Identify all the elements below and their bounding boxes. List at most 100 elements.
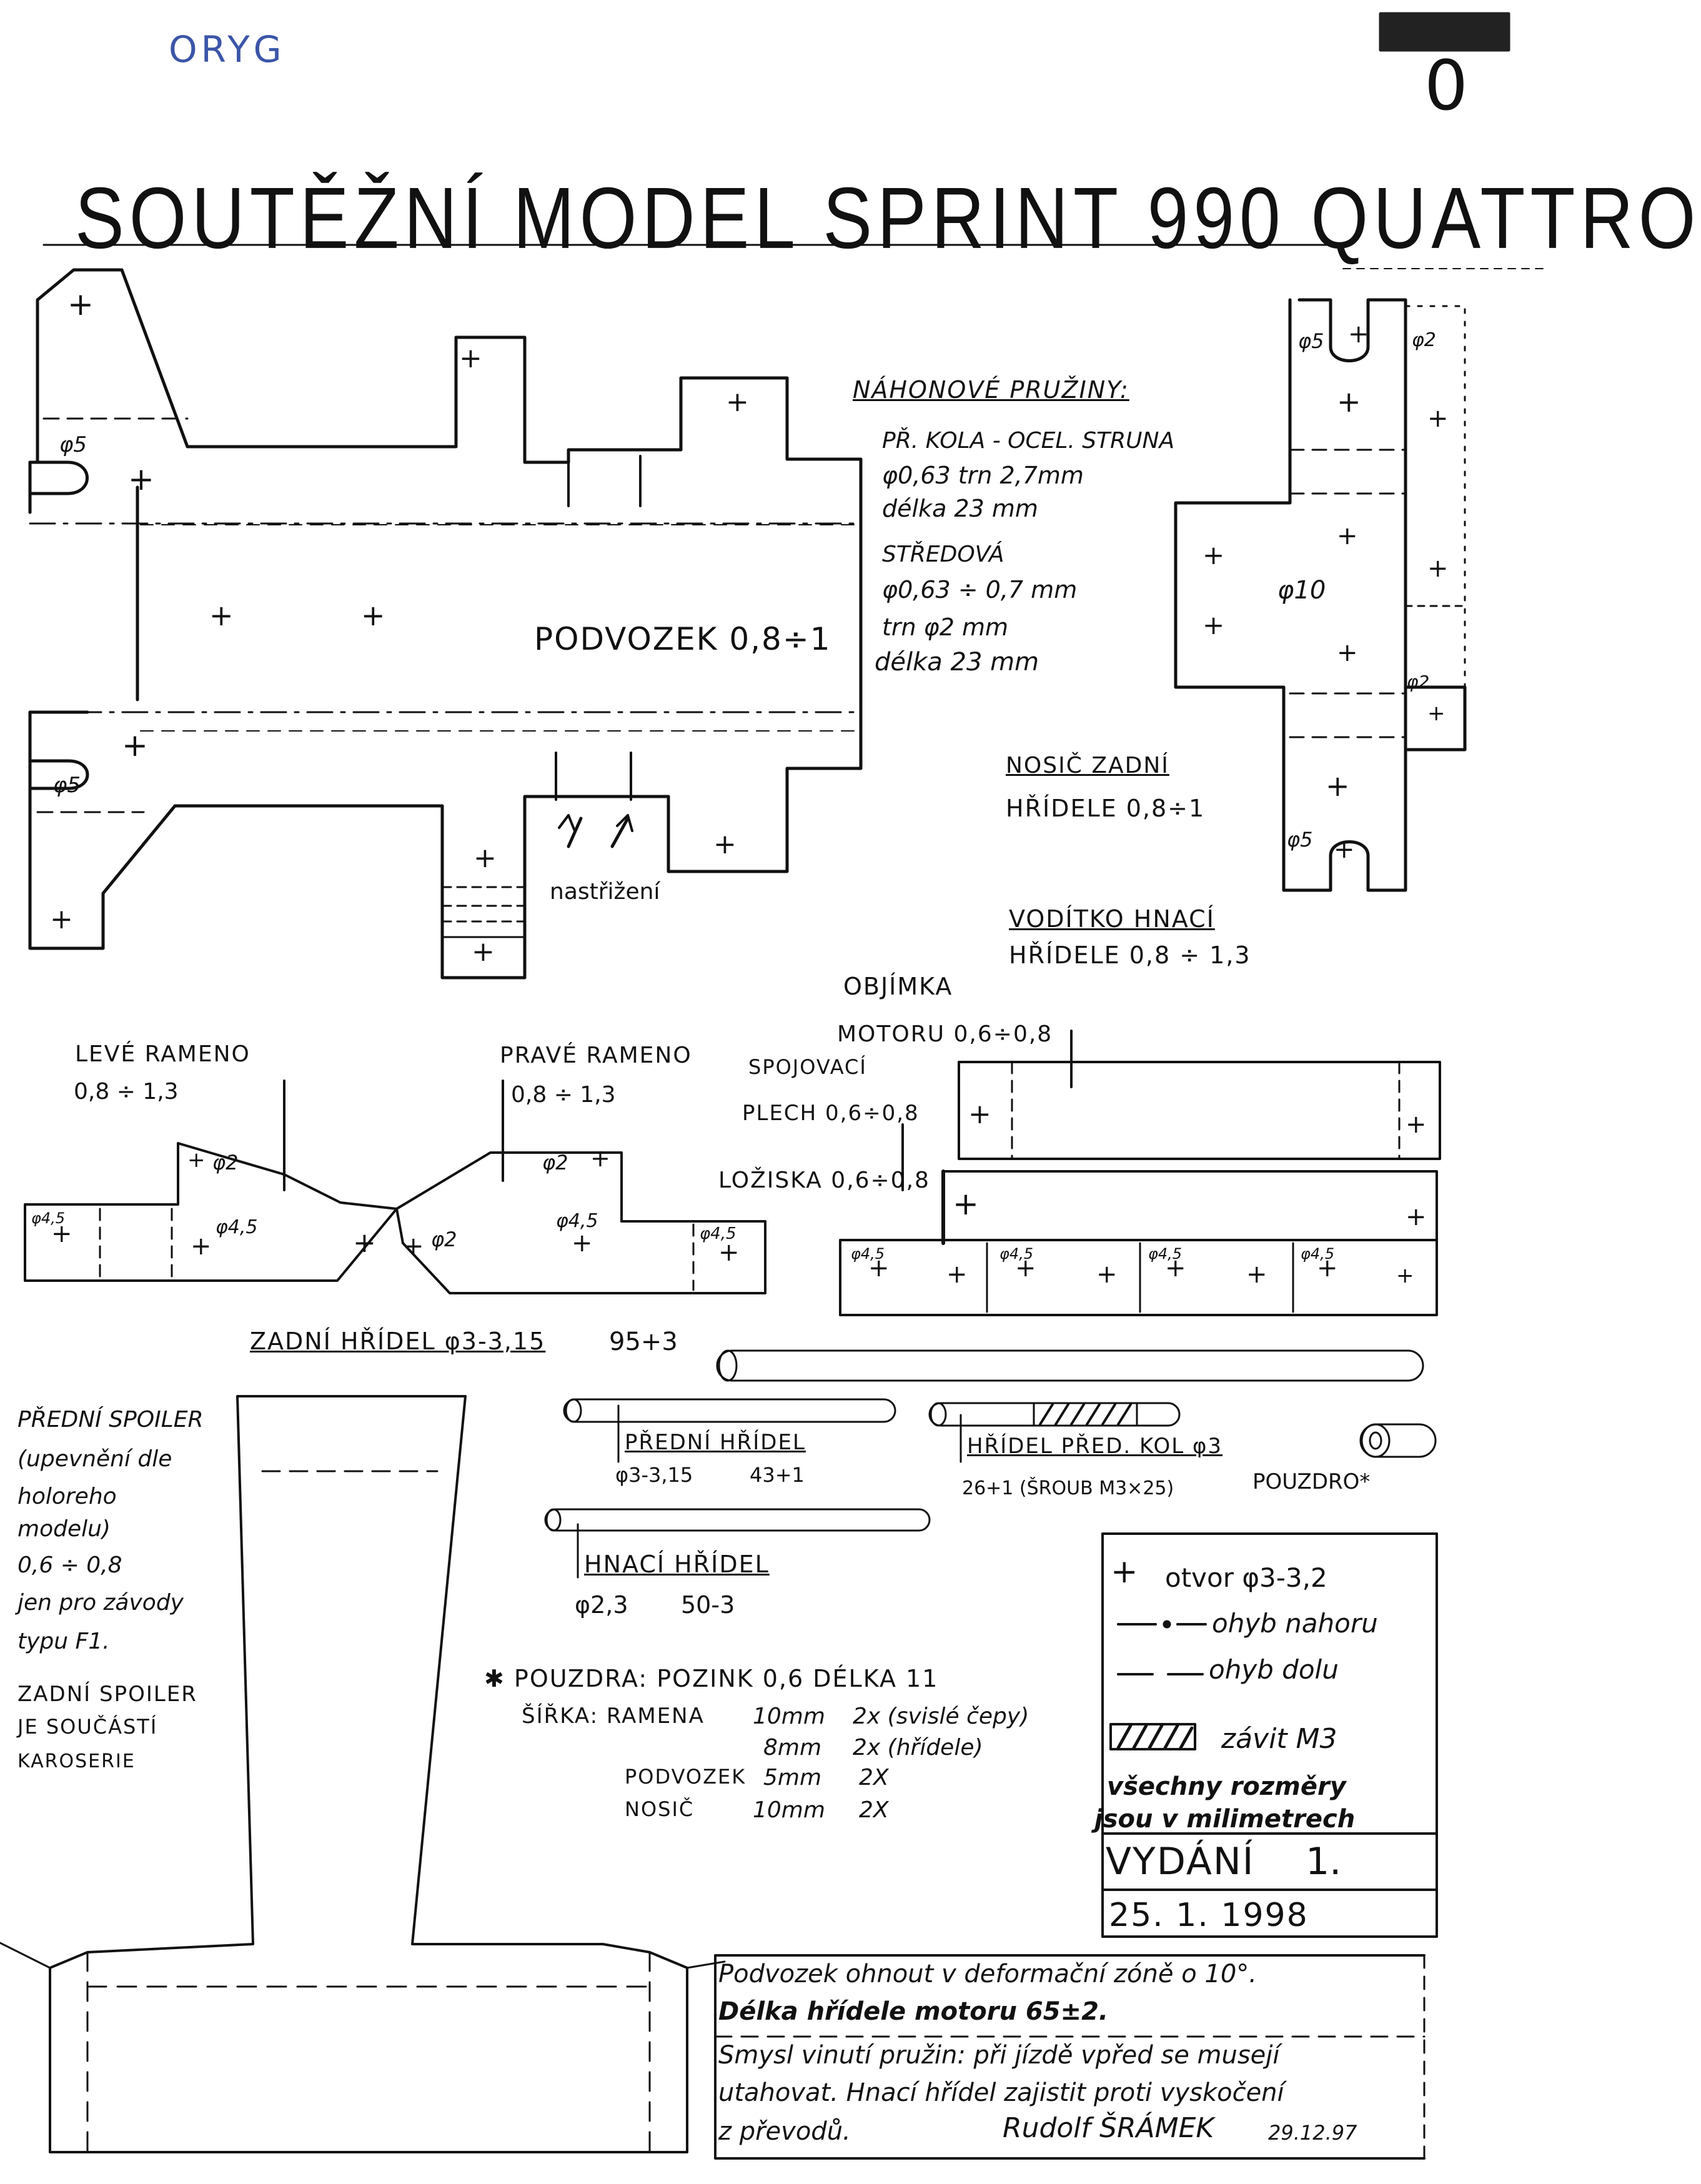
- bushings-row-qty: 2x (svislé čepy): [853, 1704, 1029, 1729]
- drive-guide-label: HŘÍDELE 0,8 ÷ 1,3: [1009, 941, 1251, 969]
- bearing-hole-label: φ4,5: [1301, 1245, 1334, 1263]
- front-shaft-label: PŘEDNÍ HŘÍDEL: [625, 1430, 806, 1455]
- wheel-shaft-spec: 26+1 (ŠROUB M3×25): [962, 1477, 1174, 1499]
- bushings-row-size: 10mm: [753, 1797, 825, 1823]
- legend-thread: závit M3: [1221, 1723, 1337, 1755]
- hole-marker: +: [1337, 522, 1358, 550]
- hole-marker: +: [1427, 404, 1449, 433]
- hole-marker: +: [1165, 1254, 1186, 1283]
- left-arm-hole-label: φ2: [212, 1151, 239, 1174]
- hole-marker: +: [187, 1148, 206, 1173]
- hole-marker: +: [946, 1260, 968, 1289]
- hole-marker: +: [726, 386, 749, 418]
- bushings-row-size: 5mm: [763, 1765, 822, 1790]
- rear-shaft-label: ZADNÍ HŘÍDEL φ3-3,15: [250, 1328, 546, 1355]
- edition-number: 1.: [1306, 1840, 1342, 1884]
- hole-marker: +: [122, 727, 148, 763]
- page-title: SOUTĚŽNÍ MODEL SPRINT 990 QUATTRO: [75, 169, 1701, 267]
- front-spoiler-note: 0,6 ÷ 0,8: [17, 1552, 122, 1578]
- rear-carrier-part: [1174, 298, 1467, 892]
- left-arm-hole-label: φ4,5: [31, 1209, 65, 1227]
- hole-marker: +: [1337, 385, 1361, 419]
- oryg-stamp: ORYG: [169, 28, 285, 71]
- springs-front-line: φ0,63 trn 2,7mm: [882, 462, 1084, 489]
- springs-center-line: délka 23 mm: [875, 648, 1039, 677]
- drive-shaft-spec: φ2,3: [575, 1591, 628, 1619]
- springs-center-line: trn φ2 mm: [882, 613, 1009, 641]
- hole-legend-marker: +: [1111, 1553, 1138, 1591]
- motor-bracket-part: [839, 1030, 1441, 1316]
- springs-front-title: PŘ. KOLA - OCEL. STRUNA: [882, 428, 1175, 454]
- springs-heading: NÁHONOVÉ PRUŽINY:: [853, 376, 1129, 404]
- motor-bracket-label: MOTORU 0,6÷0,8: [837, 1021, 1053, 1047]
- hole-marker: +: [1406, 1203, 1427, 1231]
- right-arm-hole-label: φ4,5: [556, 1210, 598, 1232]
- springs-center-line: φ0,63 ÷ 0,7 mm: [882, 576, 1078, 603]
- bearings-label: LOŽISKA 0,6÷0,8: [718, 1168, 930, 1193]
- front-shaft-drawing: [563, 1398, 896, 1463]
- legend-units: jsou v milimetrech: [1094, 1805, 1356, 1834]
- bearing-hole-label: φ4,5: [851, 1245, 885, 1263]
- sheet-tab-mark: 0: [1424, 46, 1468, 126]
- legend-units: všechny rozměry: [1107, 1772, 1346, 1801]
- note-line: utahovat. Hnací hřídel zajistit proti vy…: [718, 2078, 1284, 2107]
- hole-marker: +: [1203, 610, 1225, 640]
- hole-marker: +: [1396, 1263, 1414, 1288]
- right-arm-hole-label: φ2: [542, 1151, 568, 1174]
- bushing-label: POUZDRO*: [1252, 1469, 1371, 1494]
- technical-drawing: [0, 12, 1550, 2160]
- hole-marker: +: [67, 286, 94, 322]
- hole-marker: +: [50, 903, 73, 935]
- front-spoiler-note: (upevnění dle: [17, 1446, 172, 1472]
- left-arm-hole-label: φ4,5: [216, 1216, 258, 1238]
- note-line: Podvozek ohnout v deformační zóně o 10°.: [718, 1960, 1257, 1988]
- chassis-hole-label: φ5: [53, 773, 81, 798]
- right-arm-hole-label: φ4,5: [700, 1224, 736, 1243]
- chassis-hole-label: φ5: [59, 432, 87, 457]
- front-spoiler-note: modelu): [17, 1516, 111, 1542]
- motor-bracket-label: OBJÍMKA: [843, 973, 953, 1000]
- legend-bend-down: ohyb dolu: [1209, 1654, 1339, 1685]
- front-shaft-spec: φ3-3,15: [615, 1463, 693, 1487]
- hole-marker: +: [128, 461, 154, 497]
- springs-front-line: délka 23 mm: [882, 495, 1038, 522]
- rear-shaft-drawing: [716, 1349, 1424, 1382]
- hole-marker: +: [472, 936, 495, 968]
- left-arm-part: [24, 1080, 398, 1282]
- hole-marker: +: [572, 1229, 593, 1258]
- front-shaft-length: 43+1: [750, 1463, 805, 1487]
- front-spoiler-note: typu F1.: [17, 1629, 110, 1654]
- hole-marker: +: [868, 1254, 890, 1283]
- left-arm-label: LEVÉ RAMENO: [75, 1041, 250, 1067]
- bushings-row-label: ŠÍŘKA: RAMENA: [522, 1704, 705, 1729]
- hole-marker: +: [953, 1186, 979, 1222]
- note-line: z převodů.: [718, 2117, 851, 2146]
- bushings-row-size: 10mm: [753, 1704, 825, 1729]
- front-spoiler-note: jen pro závody: [17, 1590, 184, 1616]
- front-spoiler-note: holoreho: [17, 1484, 117, 1509]
- bushings-row-qty: 2X: [859, 1765, 889, 1790]
- hole-marker: +: [474, 842, 497, 874]
- hole-marker: +: [1246, 1260, 1267, 1289]
- hole-marker: +: [1317, 1254, 1338, 1283]
- hole-marker: +: [361, 598, 385, 632]
- carrier-hole-label: φ10: [1277, 576, 1326, 605]
- right-arm-thickness: 0,8 ÷ 1,3: [511, 1082, 616, 1108]
- signature-date: 29.12.97: [1268, 2121, 1357, 2145]
- chassis-label: PODVOZEK 0,8÷1: [534, 621, 831, 657]
- connecting-plate-label: PLECH 0,6÷0,8: [742, 1101, 920, 1126]
- bushings-row-qty: 2X: [859, 1797, 889, 1823]
- notes-box: [714, 1954, 1426, 2160]
- wheel-shaft-label: HŘÍDEL PŘED. KOL φ3: [967, 1434, 1223, 1459]
- carrier-hole-label: φ2: [1407, 672, 1430, 692]
- springs-center-title: STŘEDOVÁ: [882, 542, 1004, 567]
- carrier-hole-label: φ5: [1298, 329, 1324, 353]
- bearing-hole-label: φ4,5: [999, 1245, 1033, 1263]
- rear-spoiler-note: JE SOUČÁSTÍ: [17, 1715, 158, 1739]
- hole-marker: +: [1326, 769, 1350, 803]
- cut-note: nastřižení: [550, 879, 660, 905]
- legend-bend-up: ohyb nahoru: [1212, 1608, 1378, 1639]
- right-arm-label: PRAVÉ RAMENO: [500, 1043, 692, 1068]
- left-arm-thickness: 0,8 ÷ 1,3: [74, 1079, 179, 1104]
- hole-marker: +: [590, 1144, 610, 1172]
